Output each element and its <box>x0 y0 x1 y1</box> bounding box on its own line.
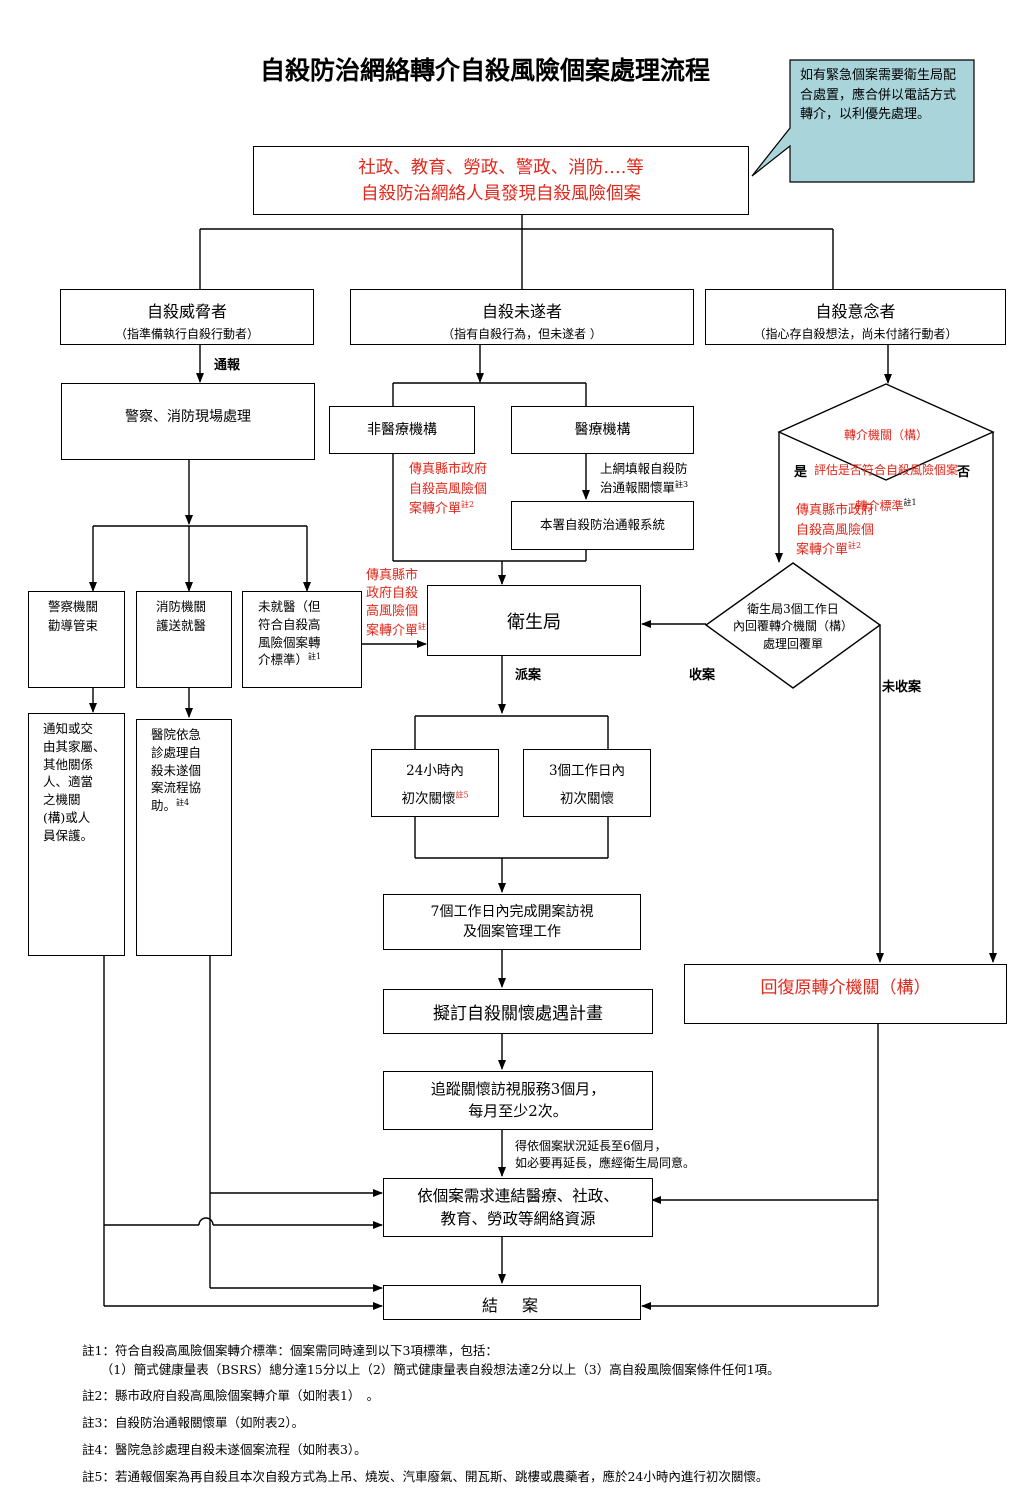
visit-text: 7個工作日內完成開案訪視 及個案管理工作 <box>430 904 594 941</box>
ideation-box: 自殺意念者 （指心存自殺想法，尚未付諸行動者） <box>705 289 1006 345</box>
footnote-3: 註3：自殺防治通報關懷單（如附表2）。 <box>82 1415 305 1430</box>
attempt-box: 自殺未遂者 （指有自殺行為，但未遂者 ） <box>350 289 694 345</box>
not-hospital-text: 未就醫（但 符合自殺高 風險個案轉 介標準） <box>258 599 321 668</box>
threat-title: 自殺威脅者 <box>146 302 227 321</box>
resources-box: 依個案需求連結醫療、社政、 教育、勞政等網絡資源 <box>383 1178 653 1237</box>
plan-text: 擬訂自殺關懷處遇計畫 <box>433 1004 603 1024</box>
followup-box: 追蹤關懷訪視服務3個月， 每月至少2次。 <box>383 1071 653 1130</box>
health-bureau-box: 衛生局 <box>427 585 641 656</box>
visit-box: 7個工作日內完成開案訪視 及個案管理工作 <box>383 894 641 950</box>
hospital-emergency-ref: 註4 <box>176 798 190 807</box>
not-accept-label: 未收案 <box>882 680 922 695</box>
footnote-2: 註2：縣市政府自殺高風險個案轉介單（如附表1） 。 <box>82 1388 380 1403</box>
fax-c-ref: 註2 <box>848 541 862 550</box>
non-medical-box: 非醫療機構 <box>329 406 475 454</box>
fax-c-text: 傳真縣市政府 自殺高風險個 案轉介單 <box>796 503 875 558</box>
ideation-title: 自殺意念者 <box>815 302 896 321</box>
assess-line-1: 轉介機關（構） <box>843 428 928 443</box>
non-medical-text: 非醫療機構 <box>367 422 437 438</box>
health-bureau-text: 衛生局 <box>507 612 561 633</box>
assess-text: 轉介機關（構） 評估是否符合自殺風險個案 轉介標準註1 <box>780 410 992 533</box>
top-line-2: 自殺防治網絡人員發現自殺風險個案 <box>361 184 641 205</box>
h24-box: 24小時內 初次關懷註5 <box>371 749 499 817</box>
police-scene-box: 警察、消防現場處理 <box>61 383 315 460</box>
threat-box: 自殺威脅者 （指準備執行自殺行動者） <box>60 289 314 345</box>
police-guidance-box: 警察機關 勸導管束 <box>28 591 125 688</box>
fax-a-text: 傳真縣市政府 自殺高風險個 案轉介單 <box>409 462 488 517</box>
d3-box: 3個工作日內 初次關懷 <box>523 749 651 817</box>
medical-text: 醫療機構 <box>574 422 631 438</box>
close-box: 結 案 <box>383 1285 641 1320</box>
callout-shape <box>751 59 975 183</box>
report-label: 通報 <box>214 358 241 373</box>
reply-text: 衛生局3個工作日 內回覆轉介機關（構） 處理回覆單 <box>732 602 853 651</box>
fax-a-ref: 註2 <box>461 500 475 509</box>
fax-note-c: 傳真縣市政府 自殺高風險個 案轉介單註2 <box>796 501 874 560</box>
fax-note-b: 傳真縣市 政府自殺 高風險個 案轉介單註2 <box>366 567 431 640</box>
top-line-1: 社政、教育、勞政、警政、消防….等 <box>358 158 644 178</box>
top-discovery-box: 社政、教育、勞政、警政、消防….等 自殺防治網絡人員發現自殺風險個案 <box>253 146 749 215</box>
online-text: 上網填報自殺防 治通報關懷單 <box>600 461 688 495</box>
threat-sub: （指準備執行自殺行動者） <box>114 327 259 341</box>
h24-line-2: 初次關懷 <box>401 791 456 807</box>
fax-note-a: 傳真縣市政府 自殺高風險個 案轉介單註2 <box>409 460 487 519</box>
hospital-emergency-text: 醫院依急 診處理自 殺未遂個 案流程協 助。 <box>151 727 202 814</box>
hospital-emergency-box: 醫院依急 診處理自 殺未遂個 案流程協 助。註4 <box>136 719 232 956</box>
notify-family-box: 通知或交 由其家屬、 其他關係 人、適當 之機關 (構)或人 員保護。 <box>28 713 125 956</box>
hospital-emergency-wrap: 醫院依急 診處理自 殺未遂個 案流程協 助。註4 <box>151 726 231 815</box>
extend-note: 得依個案狀況延長至6個月， 如必要再延長，應經衛生局同意。 <box>515 1139 696 1171</box>
followup-text: 追蹤關懷訪視服務3個月， 每月至少2次。 <box>430 1080 606 1120</box>
footnote-4: 註4：醫院急診處理自殺未遂個案流程（如附表3）。 <box>82 1442 367 1457</box>
restore-text: 回復原轉介機關（構） <box>760 978 931 998</box>
system-box: 本署自殺防治通報系統 <box>511 501 694 550</box>
police-guidance-text: 警察機關 勸導管束 <box>48 599 99 633</box>
fax-b-ref: 註2 <box>418 621 432 631</box>
not-hospital-wrap: 未就醫（但 符合自殺高 風險個案轉 介標準）註1 <box>258 598 361 669</box>
resources-text: 依個案需求連結醫療、社政、 教育、勞政等網絡資源 <box>417 1187 619 1229</box>
fax-b-text: 傳真縣市 政府自殺 高風險個 案轉介單 <box>366 568 419 639</box>
not-hospital-ref: 註1 <box>308 652 322 662</box>
no-label: 否 <box>957 465 971 480</box>
dispatch-label: 派案 <box>515 668 542 683</box>
medical-box: 醫療機構 <box>511 406 694 454</box>
yes-label: 是 <box>794 465 808 480</box>
footnote-5: 註5：若通報個案為再自殺且本次自殺方式為上吊、燒炭、汽車廢氣、開瓦斯、跳樓或農藥… <box>82 1469 769 1484</box>
fire-transport-box: 消防機關 護送就醫 <box>136 591 232 688</box>
assess-line-3-wrap: 轉介標準註1 <box>780 497 992 515</box>
close-text: 結 案 <box>481 1296 542 1315</box>
ideation-sub: （指心存自殺想法，尚未付諸行動者） <box>753 327 958 341</box>
assess-line-3: 轉介標準 <box>855 498 904 513</box>
notify-family-text: 通知或交 由其家屬、 其他關係 人、適當 之機關 (構)或人 員保護。 <box>43 721 106 843</box>
police-scene-text: 警察、消防現場處理 <box>125 409 251 425</box>
assess-line-2: 評估是否符合自殺風險個案 <box>813 463 958 478</box>
h24-ref: 註5 <box>455 790 469 800</box>
plan-box: 擬訂自殺關懷處遇計畫 <box>383 989 653 1034</box>
h24-line-2-wrap: 初次關懷註5 <box>372 787 498 808</box>
page-title: 自殺防治網絡轉介自殺風險個案處理流程 <box>259 56 710 85</box>
fire-transport-text: 消防機關 護送就醫 <box>156 599 207 633</box>
d3-line-1: 3個工作日內 <box>548 763 626 779</box>
online-note: 上網填報自殺防 治通報關懷單註3 <box>600 460 688 498</box>
not-hospital-box: 未就醫（但 符合自殺高 風險個案轉 介標準）註1 <box>242 591 362 688</box>
restore-box: 回復原轉介機關（構） <box>684 964 1007 1024</box>
attempt-sub: （指有自殺行為，但未遂者 ） <box>442 327 602 341</box>
callout-text: 如有緊急個案需要衛生局配合處置，應合併以電話方式轉介，以利優先處理。 <box>800 68 957 122</box>
attempt-title: 自殺未遂者 <box>481 302 562 321</box>
d3-line-2: 初次關懷 <box>560 791 614 807</box>
h24-line-1: 24小時內 <box>406 763 464 779</box>
assess-diamond <box>777 383 995 481</box>
assess-ref: 註1 <box>903 497 917 507</box>
system-text: 本署自殺防治通報系統 <box>539 517 665 532</box>
footnote-1: 註1：符合自殺高風險個案轉介標準：個案需同時達到以下3項標準，包括： （1）簡式… <box>82 1343 780 1378</box>
accept-label: 收案 <box>689 668 716 683</box>
online-ref: 註3 <box>675 479 689 489</box>
reply-diamond <box>704 562 882 689</box>
